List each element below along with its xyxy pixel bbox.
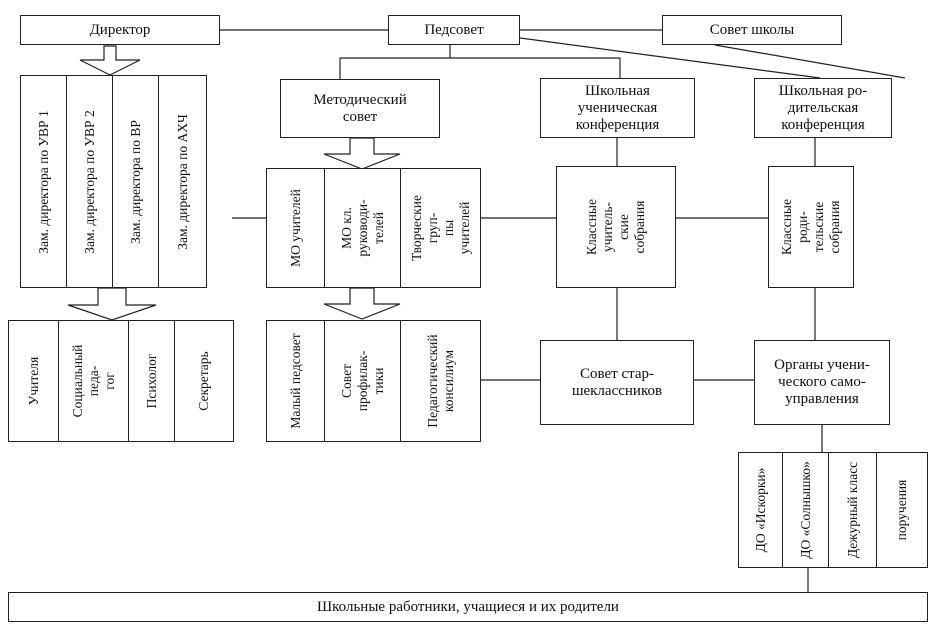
student-self-gov-box: Органы учени- ческого само- управления bbox=[754, 340, 890, 425]
class-teacher-meetings-box: Классные учитель- ские собрания bbox=[556, 166, 676, 288]
creative-groups-box: Творческие груп- пы учителей bbox=[400, 168, 481, 288]
deputy-uvr2-label: Зам. директора по УВР 2 bbox=[82, 109, 97, 254]
ped-consilium-box: Педагогический консилиум bbox=[400, 320, 481, 442]
deputy-uvr2-box: Зам. директора по УВР 2 bbox=[66, 75, 114, 288]
method-council-box: Методический совет bbox=[280, 79, 440, 138]
social-pedagogue-box: Социальный педа- гог bbox=[58, 320, 130, 442]
deputy-ahch-label: Зам. директора по АХЧ bbox=[174, 113, 190, 250]
duty-class-box: Дежурный класс bbox=[828, 452, 878, 568]
senior-council-box: Совет стар- шеклассников bbox=[540, 340, 694, 425]
senior-council-label: Совет стар- шеклассников bbox=[571, 365, 663, 399]
bottom-label: Школьные работники, учащиеся и их родите… bbox=[317, 598, 619, 615]
small-pedsovet-box: Малый педсовет bbox=[266, 320, 326, 442]
deputy-vr-label: Зам. директора по ВР bbox=[128, 119, 143, 244]
director-label: Директор bbox=[89, 21, 151, 38]
assignments-label: поручения bbox=[894, 479, 909, 541]
small-pedsovet-label: Малый педсовет bbox=[288, 333, 303, 429]
duty-class-label: Дежурный класс bbox=[845, 461, 860, 559]
deputy-ahch-box: Зам. директора по АХЧ bbox=[158, 75, 207, 288]
student-conference-box: Школьная ученическая конференция bbox=[540, 78, 695, 138]
secretary-label: Секретарь bbox=[196, 351, 211, 411]
mo-teachers-label: МО учителей bbox=[288, 189, 303, 267]
mo-teachers-box: МО учителей bbox=[266, 168, 326, 288]
pedsovet-label: Педсовет bbox=[424, 21, 484, 38]
mo-class-leaders-label: МО кл. руководи- телей bbox=[339, 199, 386, 257]
student-conference-label: Школьная ученическая конференция bbox=[575, 82, 660, 133]
psychologist-box: Психолог bbox=[128, 320, 176, 442]
teachers-box: Учителя bbox=[8, 320, 60, 442]
prevention-council-box: Совет профилак- тики bbox=[324, 320, 402, 442]
ped-consilium-label: Педагогический консилиум bbox=[424, 334, 456, 428]
deputy-uvr1-label: Зам. директора по УВР 1 bbox=[36, 109, 51, 254]
method-council-label: Методический совет bbox=[313, 91, 407, 125]
secretary-box: Секретарь bbox=[174, 320, 234, 442]
class-teacher-meetings-label: Классные учитель- ские собрания bbox=[584, 199, 647, 256]
prevention-council-label: Совет профилак- тики bbox=[339, 350, 386, 412]
school-council-box: Совет школы bbox=[662, 15, 842, 45]
teachers-label: Учителя bbox=[26, 356, 41, 406]
social-pedagogue-label: Социальный педа- гог bbox=[70, 344, 117, 418]
pedsovet-box: Педсовет bbox=[388, 15, 520, 45]
parent-conference-box: Школьная ро- дительская конференция bbox=[754, 78, 892, 138]
bottom-box: Школьные работники, учащиеся и их родите… bbox=[8, 592, 928, 622]
parent-conference-label: Школьная ро- дительская конференция bbox=[778, 82, 868, 133]
do-iskorki-label: ДО «Искорки» bbox=[753, 467, 768, 553]
do-solnyshko-box: ДО «Солнышко» bbox=[782, 452, 830, 568]
school-council-label: Совет школы bbox=[709, 21, 795, 38]
do-solnyshko-label: ДО «Солнышко» bbox=[798, 461, 813, 559]
class-parent-meetings-box: Классные роди- тельские собрания bbox=[768, 166, 854, 288]
deputy-vr-box: Зам. директора по ВР bbox=[112, 75, 160, 288]
do-iskorki-box: ДО «Искорки» bbox=[738, 452, 784, 568]
assignments-box: поручения bbox=[876, 452, 928, 568]
director-box: Директор bbox=[20, 15, 220, 45]
student-self-gov-label: Органы учени- ческого само- управления bbox=[774, 357, 870, 407]
psychologist-label: Психолог bbox=[144, 353, 159, 409]
creative-groups-label: Творческие груп- пы учителей bbox=[408, 195, 472, 261]
deputy-uvr1-box: Зам. директора по УВР 1 bbox=[20, 75, 68, 288]
mo-class-leaders-box: МО кл. руководи- телей bbox=[324, 168, 402, 288]
class-parent-meetings-label: Классные роди- тельские собрания bbox=[779, 198, 842, 256]
